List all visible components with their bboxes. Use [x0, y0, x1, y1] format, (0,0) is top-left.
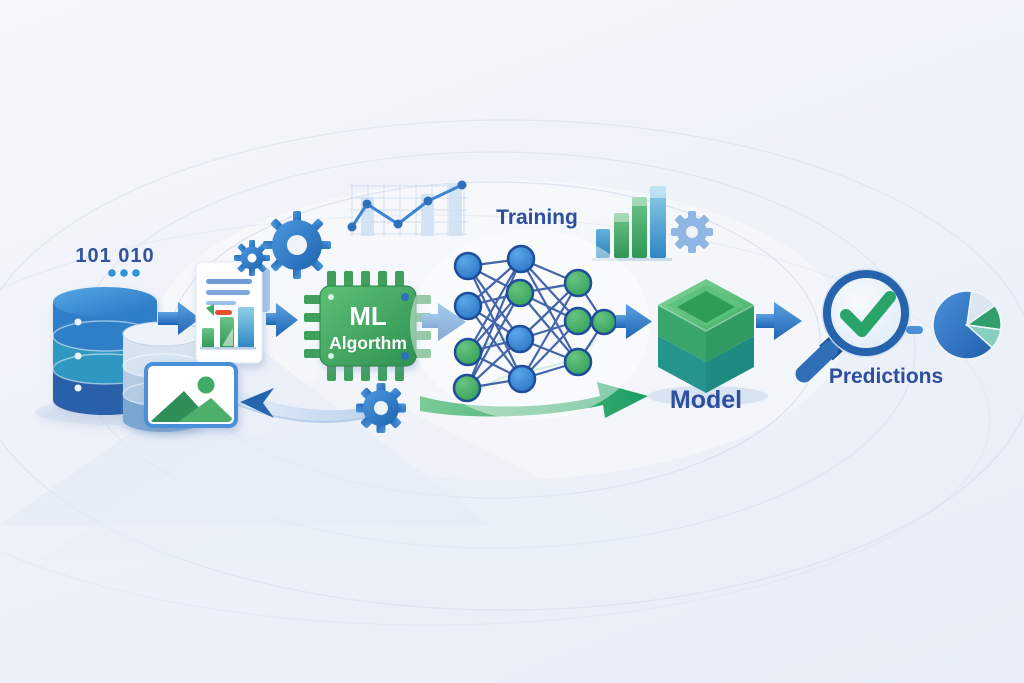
floor-plane [40, 370, 700, 560]
model-label: Model [670, 386, 742, 414]
flow-arrow-4 [616, 304, 652, 339]
neural-network-icon [410, 230, 650, 420]
binary-digits: 101 010 [75, 245, 154, 277]
training-label: Training [496, 206, 578, 229]
ribbon-arrow [240, 388, 274, 418]
gear-icon-large [263, 211, 331, 279]
sun-shape [197, 376, 215, 394]
pie-slice-blue [932, 290, 994, 360]
magnifier-handle [795, 340, 839, 383]
predictions-label: Predictions [829, 365, 943, 388]
cube-model-icon [648, 279, 768, 406]
flow-arrow-2 [266, 303, 298, 337]
floor-plane [0, 345, 490, 525]
magnifier-check-icon [795, 268, 911, 383]
chip-icon: ML Algorthm [304, 271, 431, 381]
flow-arrow-1 [158, 302, 200, 335]
network-nodes [452, 244, 618, 403]
checkmark-icon [840, 291, 896, 337]
dash-connector [906, 326, 923, 334]
binary-text: 101 010 [75, 245, 154, 267]
bar-chart-icon [592, 186, 672, 261]
flow-arrow-5 [756, 302, 802, 340]
gear-icon-light [671, 211, 713, 253]
mountain-shape [178, 398, 232, 422]
pie-chart-icon [932, 290, 1002, 360]
chip-label-line2: Algorthm [329, 333, 407, 353]
image-icon [144, 362, 238, 428]
chip-label-line1: ML [349, 301, 387, 331]
green-training-arrow [420, 382, 648, 418]
swoosh-band [236, 390, 396, 423]
chip-pins [304, 271, 431, 381]
gear-icon-bottom [356, 383, 406, 433]
document-chart-icon [195, 261, 270, 364]
green-marker [206, 304, 214, 316]
network-edges [465, 257, 605, 390]
line-chart-icon [347, 180, 467, 236]
red-marker [215, 310, 232, 315]
pie-slice-teal [964, 323, 1002, 349]
flow-arrow-3 [422, 303, 466, 341]
